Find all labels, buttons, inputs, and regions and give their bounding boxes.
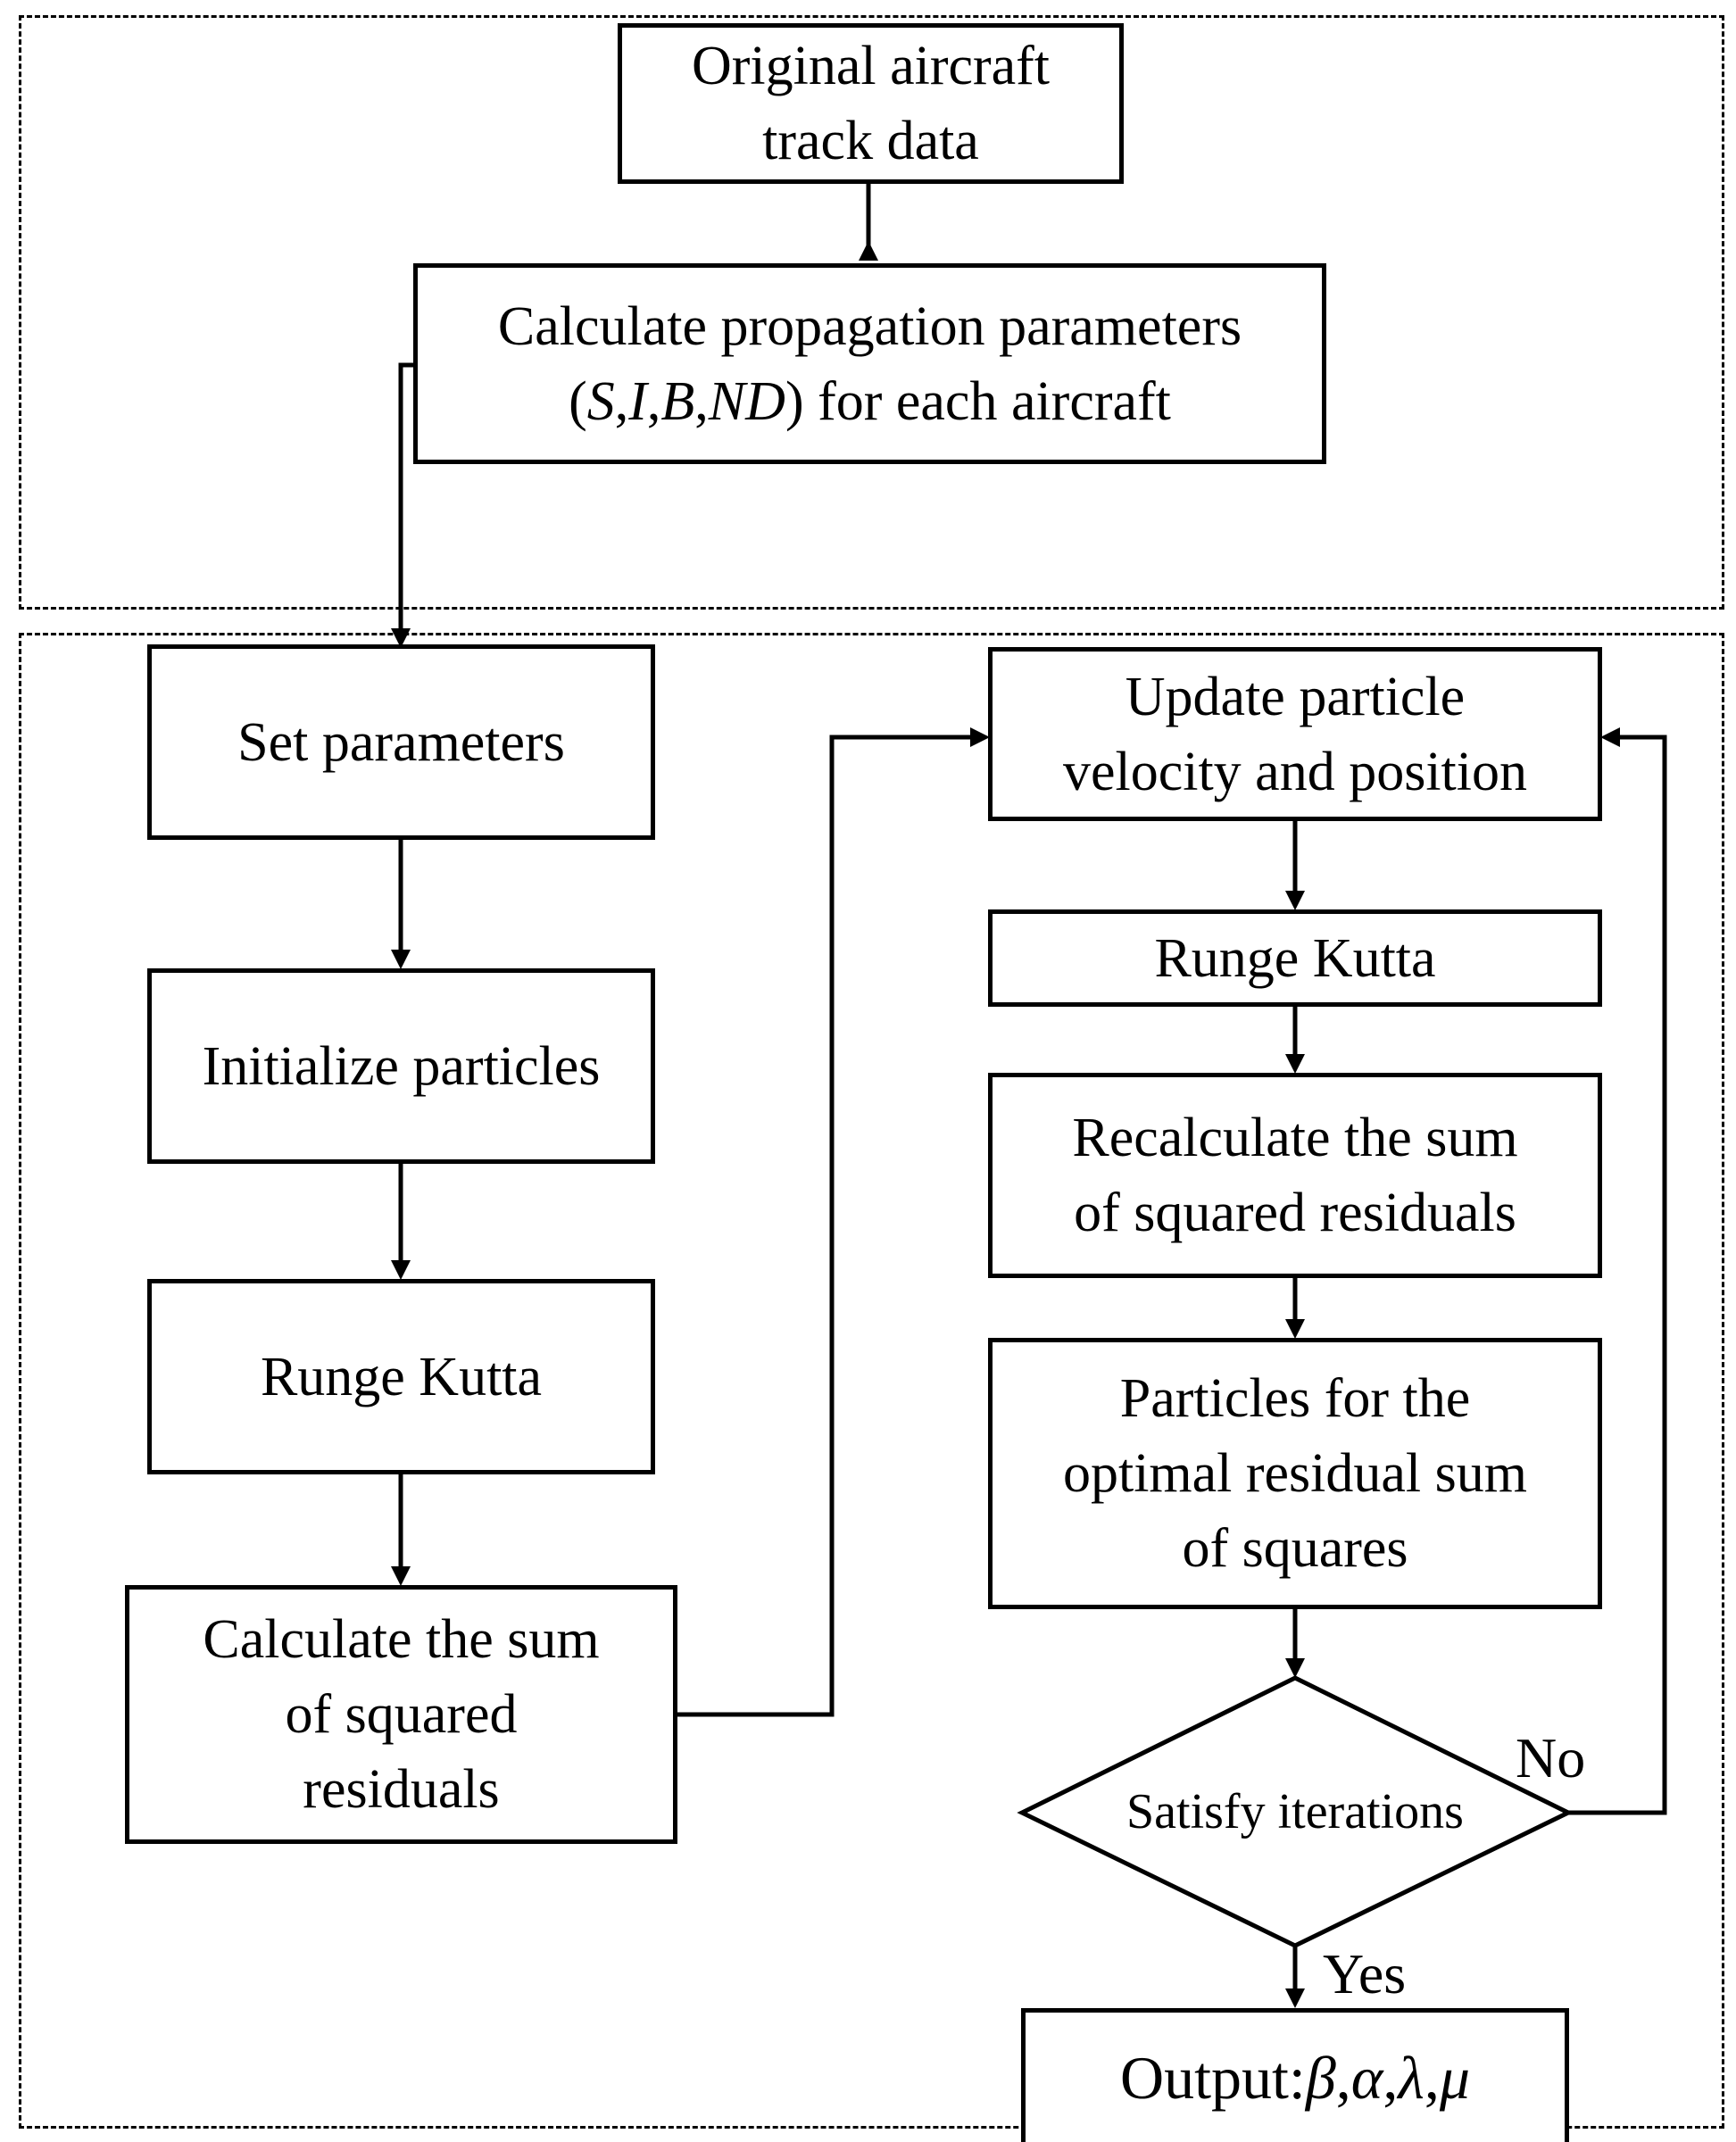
initialize-particles-label: Initialize particles xyxy=(202,1035,601,1097)
decision-diamond xyxy=(1017,1675,1574,1948)
lambda-symbol: λ xyxy=(1398,2043,1425,2112)
calc-sum-line1: Calculate the sum xyxy=(203,1609,600,1670)
particles-optimal-line3: of squares xyxy=(1182,1518,1408,1579)
initialize-particles-box: Initialize particles xyxy=(147,968,655,1164)
calculate-propagation-parameters-box: Calculate propagation parameters (S,I,B,… xyxy=(413,263,1326,464)
bottom-region xyxy=(19,633,1724,2129)
particles-optimal-line2: optimal residual sum xyxy=(1062,1443,1528,1504)
arrow-no-loop xyxy=(1568,735,1667,1815)
runge-kutta-right-label: Runge Kutta xyxy=(1154,927,1436,989)
output-box: Output:β,α,λ,μ xyxy=(1021,2008,1569,2142)
calc-params-line2: (S,I,B,ND) for each aircraft xyxy=(569,370,1171,432)
calc-sum-line3: residuals xyxy=(303,1759,500,1820)
yes-label: Yes xyxy=(1323,1942,1407,2005)
original-aircraft-track-data-box: Original aircraft track data xyxy=(618,23,1124,184)
runge-kutta-left-label: Runge Kutta xyxy=(260,1346,543,1407)
original-data-line2: track data xyxy=(762,111,979,171)
no-label: No xyxy=(1516,1726,1586,1789)
var-i: I xyxy=(628,370,647,432)
mu-symbol: μ xyxy=(1439,2043,1470,2112)
set-parameters-box: Set parameters xyxy=(147,644,655,840)
var-nd: ND xyxy=(708,370,785,432)
calc-sum-line2: of squared xyxy=(285,1684,518,1745)
particles-optimal-box: Particles for the optimal residual sum o… xyxy=(988,1338,1602,1609)
original-data-line1: Original aircraft xyxy=(691,36,1051,96)
top-region xyxy=(19,15,1724,610)
beta-symbol: β xyxy=(1305,2043,1336,2112)
arrow-calcsum-to-update xyxy=(677,735,973,1717)
output-label: Output:β,α,λ,μ xyxy=(1120,2043,1470,2112)
update-particle-box: Update particle velocity and position xyxy=(988,647,1602,821)
update-particle-line1: Update particle xyxy=(1125,666,1466,727)
decision-line2: iterations xyxy=(1277,1784,1464,1839)
recalc-sum-line1: Recalculate the sum xyxy=(1072,1108,1518,1168)
runge-kutta-left-box: Runge Kutta xyxy=(147,1279,655,1474)
var-b: B xyxy=(660,370,695,432)
calc-params-line1: Calculate propagation parameters xyxy=(497,295,1242,357)
recalc-sum-line2: of squared residuals xyxy=(1074,1183,1516,1243)
alpha-symbol: α xyxy=(1350,2043,1383,2112)
particles-optimal-line1: Particles for the xyxy=(1119,1368,1471,1429)
set-parameters-label: Set parameters xyxy=(237,711,565,773)
recalculate-sum-box: Recalculate the sum of squared residuals xyxy=(988,1073,1602,1278)
decision-line1: Satisfy xyxy=(1126,1784,1266,1839)
decision-text: Satisfy iterations xyxy=(1116,1740,1474,1883)
arrow-calc-to-set xyxy=(398,362,416,635)
calculate-sum-box: Calculate the sum of squared residuals xyxy=(125,1585,677,1844)
var-s: S xyxy=(586,370,615,432)
update-particle-line2: velocity and position xyxy=(1062,741,1528,802)
runge-kutta-right-box: Runge Kutta xyxy=(988,909,1602,1007)
